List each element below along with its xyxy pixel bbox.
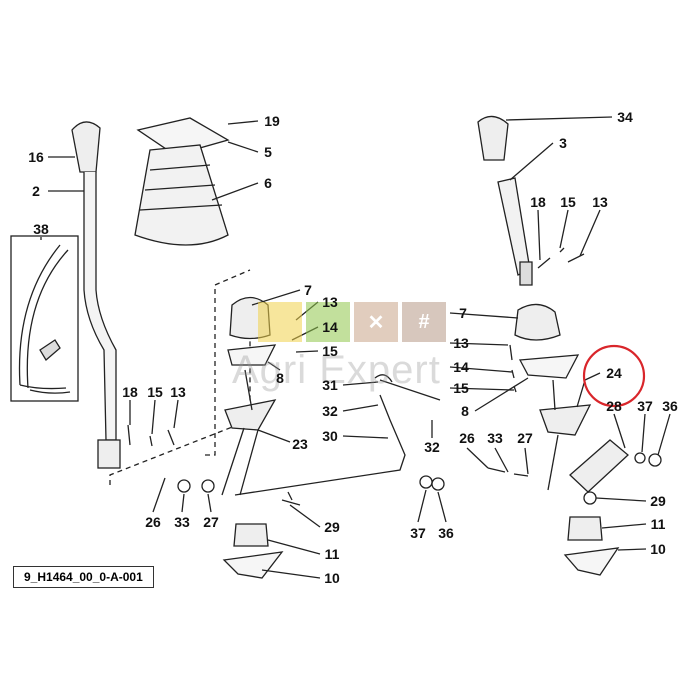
part-label: 19 (264, 113, 280, 129)
part-label: 15 (322, 343, 338, 359)
part-label: 5 (264, 144, 272, 160)
watermark-tile-fence: # (402, 302, 446, 342)
part-label: 10 (324, 570, 340, 586)
part-label: 18 (122, 384, 138, 400)
highlight-circle (582, 344, 646, 408)
part-label: 33 (174, 514, 190, 530)
part-label: 15 (147, 384, 163, 400)
watermark-tile-tractor (258, 302, 302, 342)
part-label: 14 (322, 319, 338, 335)
part-label-highlighted: 24 (606, 365, 622, 381)
watermark-tile-tools: ✕ (354, 302, 398, 342)
part-label: 18 (530, 194, 546, 210)
part-label: 27 (517, 430, 533, 446)
part-label: 36 (438, 525, 454, 541)
part-label: 32 (322, 403, 338, 419)
part-label: 29 (650, 493, 666, 509)
part-label: 26 (145, 514, 161, 530)
part-label: 37 (410, 525, 426, 541)
watermark-logo: Agri Expert (232, 348, 441, 392)
part-label: 30 (322, 428, 338, 444)
part-label: 3 (559, 135, 567, 151)
part-label: 32 (424, 439, 440, 455)
part-label: 7 (459, 305, 467, 321)
part-label: 13 (453, 335, 469, 351)
watermark-tile-wheelbarrow (306, 302, 350, 342)
part-label: 11 (650, 516, 666, 532)
part-label: 8 (276, 370, 284, 386)
part-label: 10 (650, 541, 666, 557)
part-label: 29 (324, 519, 340, 535)
part-label: 28 (606, 398, 622, 414)
part-label: 26 (459, 430, 475, 446)
part-label: 13 (170, 384, 186, 400)
part-label: 11 (324, 546, 340, 562)
diagram-reference-code: 9_H1464_00_0-A-001 (13, 566, 154, 588)
part-label: 7 (304, 282, 312, 298)
part-label: 34 (617, 109, 633, 125)
part-label: 6 (264, 175, 272, 191)
part-label: 16 (28, 149, 44, 165)
part-label: 15 (453, 380, 469, 396)
part-label: 15 (560, 194, 576, 210)
part-label: 13 (592, 194, 608, 210)
part-label: 8 (461, 403, 469, 419)
part-label: 14 (453, 359, 469, 375)
part-label: 31 (322, 377, 338, 393)
part-label: 23 (292, 436, 308, 452)
part-label: 36 (662, 398, 678, 414)
part-label: 13 (322, 294, 338, 310)
part-label: 33 (487, 430, 503, 446)
part-label: 27 (203, 514, 219, 530)
part-label: 2 (32, 183, 40, 199)
part-label: 37 (637, 398, 653, 414)
part-label: 38 (33, 221, 49, 237)
